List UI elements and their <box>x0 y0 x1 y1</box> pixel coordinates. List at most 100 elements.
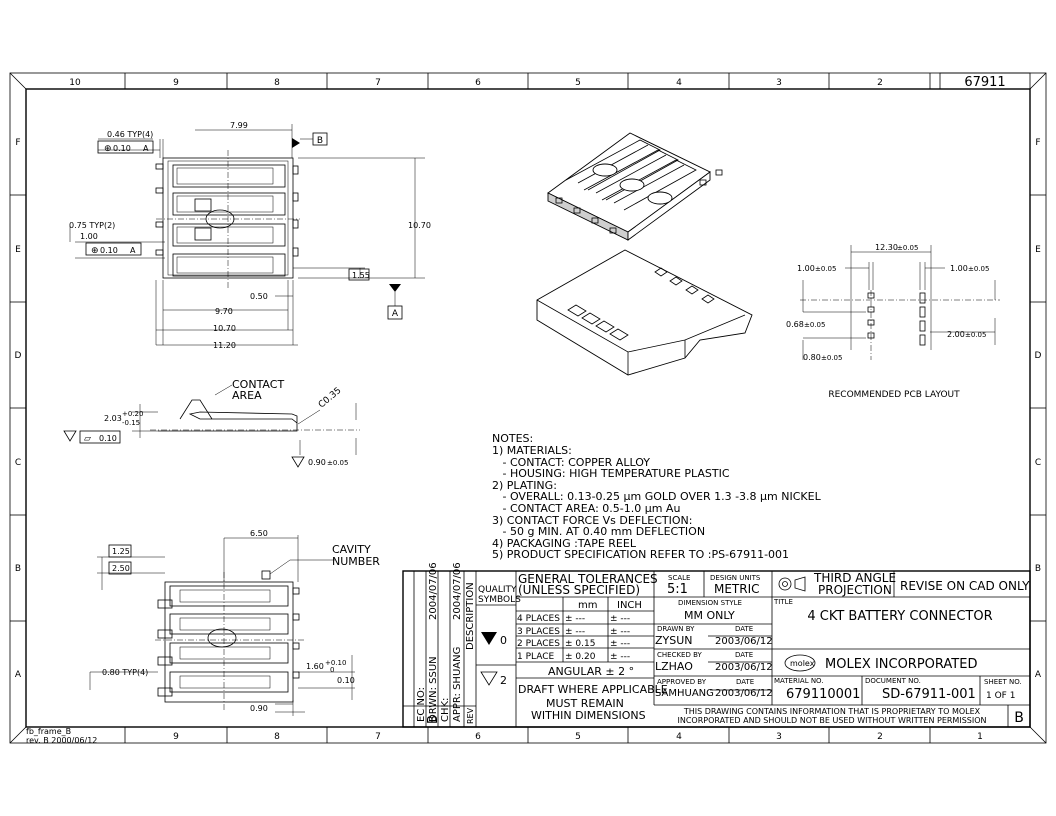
draft-note: MUST REMAIN <box>546 697 624 710</box>
height-tol: -0.15 <box>122 419 140 427</box>
datum-b-label: B <box>317 136 323 146</box>
revision-letter: B <box>1014 710 1024 726</box>
description-label: DESCRIPTION <box>465 582 476 650</box>
title-label: TITLE <box>773 598 793 606</box>
zone-col-label: 9 <box>173 732 179 742</box>
quality-label: SYMBOLS <box>478 595 521 605</box>
places-inch: ± --- <box>610 627 630 637</box>
doc-number: 67911 <box>964 75 1005 90</box>
dim-0-80-pcb: 0.80 <box>803 353 821 362</box>
zone-row-label: B <box>15 564 21 574</box>
contact-area-label: AREA <box>232 389 262 402</box>
places-inch: ± --- <box>610 639 630 649</box>
dim-1-60-tol: 0 <box>330 666 334 674</box>
approved-by-rev: APPR: SHUANG <box>452 647 463 722</box>
material-number: 679110001 <box>786 687 860 702</box>
drawn-by-label: DRAWN BY <box>657 625 695 633</box>
zone-row-label: F <box>15 138 20 148</box>
places-inch: ± --- <box>610 614 630 624</box>
places-mm: ± --- <box>565 627 585 637</box>
height-tol: +0.20 <box>122 410 143 418</box>
dim-tol: ±0.05 <box>815 265 836 273</box>
molex-logo-text: molex <box>790 659 815 668</box>
zone-col-label: 4 <box>676 78 682 88</box>
quality-label: QUALITY <box>478 585 517 595</box>
dim-0-50: 0.50 <box>250 292 268 301</box>
zone-col-label: 2 <box>877 78 883 88</box>
zone-col-label: 1 <box>977 732 983 742</box>
checked-date-label: DATE <box>735 651 753 659</box>
dim-0-46: 0.46 TYP(4) <box>107 130 153 139</box>
checked-by-value: LZHAO <box>655 660 693 673</box>
zone-col-label: 6 <box>475 78 481 88</box>
zone-row-label: A <box>1035 670 1042 680</box>
pcb-layout-caption: RECOMMENDED PCB LAYOUT <box>828 390 960 400</box>
approved-date-value: 2003/06/12 <box>715 688 773 699</box>
zone-col-label: 9 <box>173 78 179 88</box>
dim-10-70-vertical: 10.70 <box>408 221 431 230</box>
pcb-layout: 12.30 ±0.05 1.00 ±0.05 1.00 ±0.05 0.68 ±… <box>786 243 1000 400</box>
dim-1-60-tol: +0.10 <box>325 659 346 667</box>
contact-area-label: CONTACT <box>232 378 284 391</box>
zone-col-label: 7 <box>375 732 381 742</box>
frame-id: fb_frame_B <box>26 727 71 736</box>
places-label: 1 PLACE <box>517 652 555 662</box>
dim-tol: ±0.05 <box>965 331 986 339</box>
draft-note: WITHIN DIMENSIONS <box>531 709 646 722</box>
inch-header: INCH <box>617 600 642 611</box>
places-label: 4 PLACES <box>517 614 560 624</box>
dim-1-25: 1.25 <box>112 547 130 556</box>
zone-col-label: 8 <box>274 78 280 88</box>
side-view: CONTACT AREA C0.35 2.03 +0.20 -0.15 ▱ 0.… <box>63 378 360 468</box>
dim-7-99: 7.99 <box>230 121 248 130</box>
dim-1-00-right: 1.00 <box>950 264 968 273</box>
dim-0-90: 0.90 <box>250 704 268 713</box>
molex-logo <box>784 654 816 672</box>
notes-line: NOTES: <box>492 432 533 445</box>
zone-row-label: E <box>15 245 21 255</box>
notes-line: - OVERALL: 0.13-0.25 μm GOLD OVER 1.3 -3… <box>492 490 822 503</box>
dim-12-30: 12.30 <box>875 243 898 252</box>
quality-symbol-2: 2 <box>500 674 507 687</box>
company-name: MOLEX INCORPORATED <box>825 657 977 672</box>
isometric-view-bottom <box>536 249 753 376</box>
third-angle-projection-icon <box>778 577 792 591</box>
flatness-icon: ▱ <box>84 434 91 444</box>
finish-tol: ±0.05 <box>327 459 348 467</box>
finish-value: 0.90 <box>308 458 326 467</box>
proprietary-notice: INCORPORATED AND SHOULD NOT BE USED WITH… <box>678 716 987 725</box>
notes-line: 1) MATERIALS: <box>492 444 572 457</box>
dim-6-50: 6.50 <box>250 529 268 538</box>
sheet-label: SHEET NO. <box>984 678 1022 686</box>
zone-row-label: A <box>15 670 22 680</box>
notes-line: - CONTACT AREA: 0.5-1.0 μm Au <box>492 502 680 515</box>
position-icon: ⊕ <box>104 144 112 154</box>
quality-symbol-0: 0 <box>500 634 507 647</box>
zone-col-label: 7 <box>375 78 381 88</box>
dim-tol: ±0.05 <box>804 321 825 329</box>
general-tolerances-sub: (UNLESS SPECIFIED) <box>518 583 640 597</box>
zone-col-label: 4 <box>676 732 682 742</box>
fcf-datum: A <box>143 144 149 153</box>
approved-by-label: APPROVED BY <box>657 678 707 686</box>
flatness-flag-icon <box>63 430 77 442</box>
drawn-date-value: 2003/06/12 <box>715 636 773 647</box>
zone-col-label: 3 <box>776 732 782 742</box>
notes-line: 3) CONTACT FORCE Vs DEFLECTION: <box>492 514 692 527</box>
approved-date-label: DATE <box>736 678 754 686</box>
zone-col-label: 8 <box>274 732 280 742</box>
bottom-view: 1.25 2.50 6.50 CAVITY NUMBER 0.80 TYP(4)… <box>89 529 380 716</box>
dim-0-68: 0.68 <box>786 320 804 329</box>
places-mm: ± --- <box>565 614 585 624</box>
notes-line: - 50 g MIN. AT 0.40 mm DEFLECTION <box>492 525 705 538</box>
drawn-by-rev: DRWN: SSUN <box>428 656 439 722</box>
datum-a-label: A <box>392 309 399 319</box>
places-mm: ± 0.20 <box>565 652 596 662</box>
zone-row-label: C <box>15 458 21 468</box>
zone-row-label: D <box>1035 351 1042 361</box>
scale-label: SCALE <box>668 574 690 582</box>
chamfer-label: C0.35 <box>317 386 344 411</box>
drawing-title: 4 CKT BATTERY CONNECTOR <box>807 609 992 624</box>
checked-date-value: 2003/06/12 <box>715 662 773 673</box>
places-mm: ± 0.15 <box>565 639 595 649</box>
